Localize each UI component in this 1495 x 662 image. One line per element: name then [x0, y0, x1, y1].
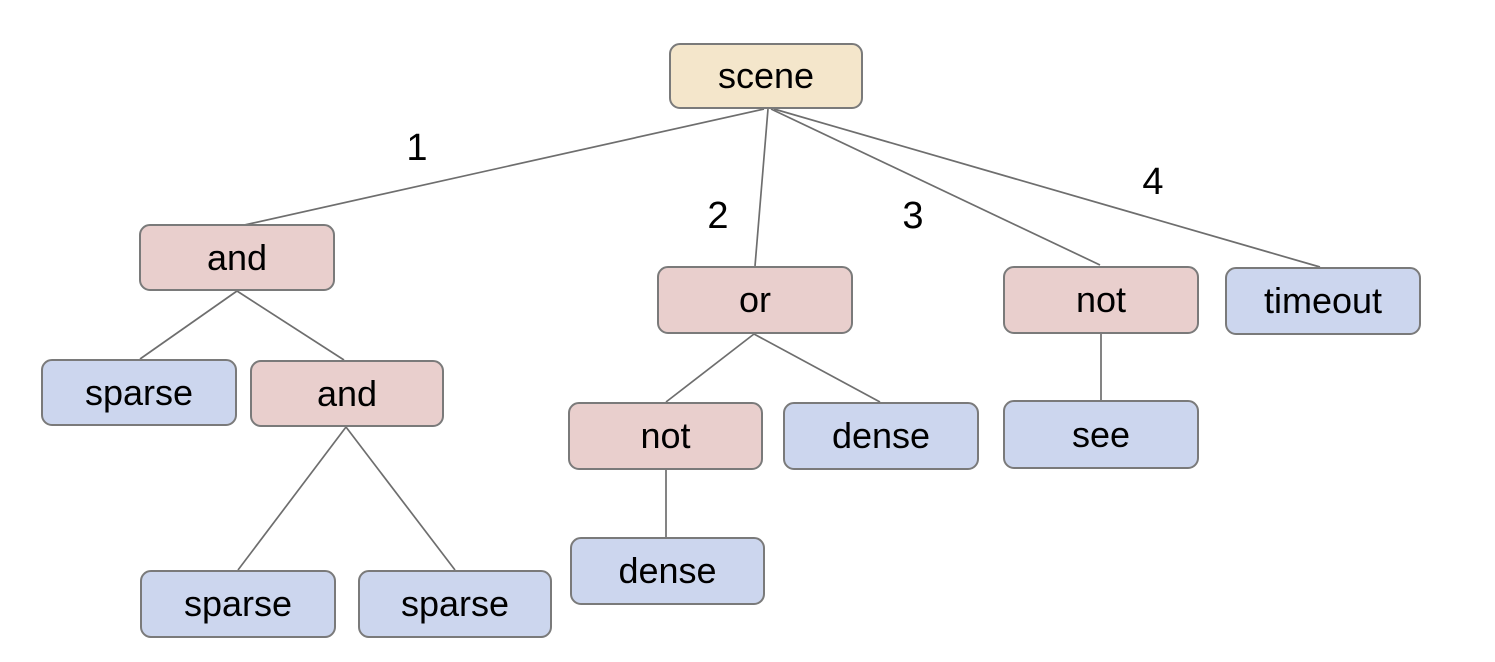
edge-and-sparse [139, 290, 238, 360]
edge-scene-timeout [773, 108, 1321, 268]
edge-or-not [665, 333, 755, 403]
edge-and2-sparse3 [345, 426, 456, 571]
edge-scene-not [770, 108, 1101, 266]
node-sparse-2: sparse [140, 570, 336, 638]
node-dense-1: dense [783, 402, 979, 470]
node-not-2: not [568, 402, 763, 470]
edge-label-1: 1 [406, 127, 428, 169]
edge-label-3: 3 [902, 195, 924, 237]
edge-label-2: 2 [707, 195, 729, 237]
node-and-1: and [139, 224, 335, 291]
edge-label-4: 4 [1142, 161, 1164, 203]
node-scene: scene [669, 43, 863, 109]
node-not-1: not [1003, 266, 1199, 334]
node-or: or [657, 266, 853, 334]
edge-and2-sparse2 [237, 426, 347, 571]
node-and-2: and [250, 360, 444, 427]
node-dense-2: dense [570, 537, 765, 605]
edge-scene-and [239, 108, 765, 227]
node-timeout: timeout [1225, 267, 1421, 335]
edge-or-dense [753, 333, 881, 403]
node-sparse-1: sparse [41, 359, 237, 426]
edge-scene-or [754, 108, 769, 267]
node-see: see [1003, 400, 1199, 469]
edge-and-and [236, 290, 345, 361]
node-sparse-3: sparse [358, 570, 552, 638]
